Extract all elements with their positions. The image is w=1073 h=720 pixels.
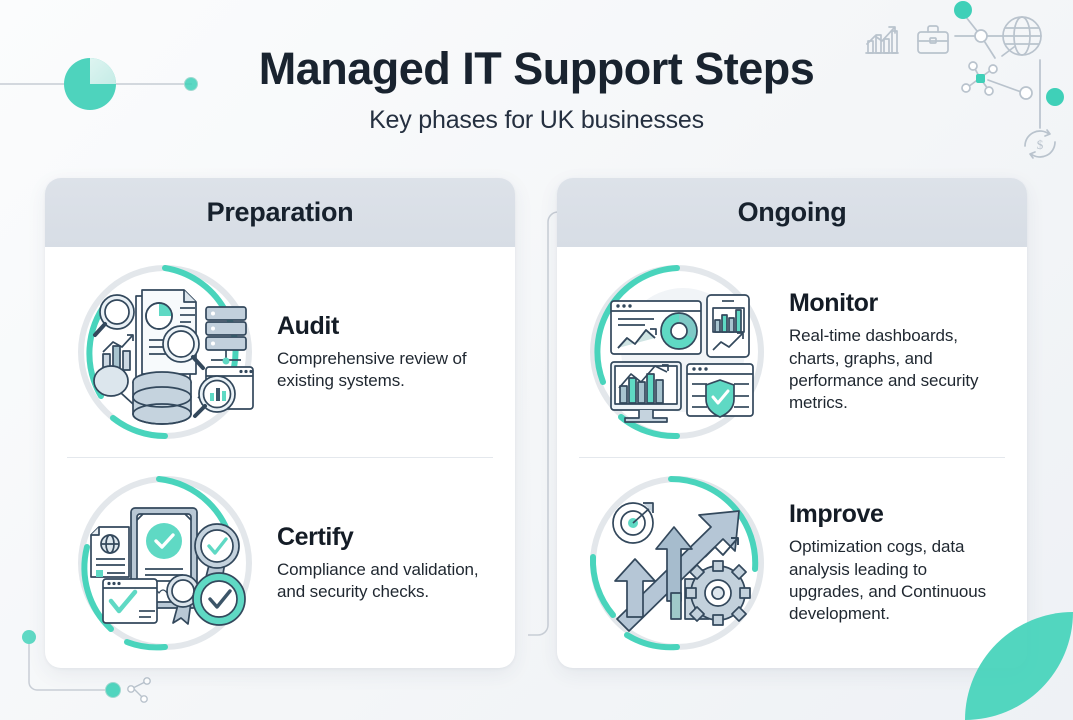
audit-magnifier-document-illustration bbox=[67, 254, 263, 450]
page-subtitle: Key phases for UK businesses bbox=[369, 106, 704, 135]
step-description-improve: Optimization cogs, data analysis leading… bbox=[789, 537, 987, 624]
column-body-preparation: Audit Comprehensive review of existing s… bbox=[45, 247, 515, 668]
step-title-certify: Certify bbox=[277, 522, 354, 551]
step-title-audit: Audit bbox=[277, 311, 339, 340]
page-title: Managed IT Support Steps bbox=[258, 43, 815, 94]
network-branch-icon bbox=[127, 677, 151, 703]
column-header-label: Ongoing bbox=[737, 197, 847, 227]
step-audit[interactable]: Audit Comprehensive review of existing s… bbox=[67, 247, 493, 457]
column-card-preparation: Preparation bbox=[45, 178, 515, 668]
network-nodes-icon bbox=[954, 1, 1064, 129]
column-card-ongoing: Ongoing bbox=[557, 178, 1027, 668]
column-header-ongoing: Ongoing bbox=[557, 178, 1027, 247]
svg-text:$: $ bbox=[1037, 137, 1044, 152]
growth-bar-chart-icon bbox=[865, 26, 899, 54]
step-certify[interactable]: Certify Compliance and validation, and s… bbox=[67, 457, 493, 668]
columns-container: Preparation bbox=[45, 178, 1028, 668]
step-title-improve: Improve bbox=[789, 500, 884, 529]
column-body-ongoing: Monitor Real-time dashboards, charts, gr… bbox=[557, 247, 1027, 668]
step-monitor[interactable]: Monitor Real-time dashboards, charts, gr… bbox=[579, 247, 1005, 457]
step-text-monitor: Monitor Real-time dashboards, charts, gr… bbox=[783, 289, 1005, 415]
monitor-dashboard-charts-illustration bbox=[579, 254, 775, 450]
step-improve[interactable]: Improve Optimization cogs, data analysis… bbox=[579, 457, 1005, 668]
page-header: Managed IT Support Steps Key phases for … bbox=[0, 43, 1073, 135]
dollar-refresh-icon: $ bbox=[1024, 129, 1056, 159]
step-description-audit: Comprehensive review of existing systems… bbox=[277, 348, 467, 390]
step-text-improve: Improve Optimization cogs, data analysis… bbox=[783, 500, 1005, 626]
column-header-preparation: Preparation bbox=[45, 178, 515, 247]
improve-arrows-gear-illustration bbox=[579, 465, 775, 661]
step-title-monitor: Monitor bbox=[789, 289, 878, 318]
pie-chart-marker bbox=[64, 58, 116, 110]
step-description-certify: Compliance and validation, and security … bbox=[277, 559, 479, 601]
column-header-label: Preparation bbox=[206, 197, 354, 227]
step-description-monitor: Real-time dashboards, charts, graphs, an… bbox=[789, 326, 979, 413]
bottom-left-connector bbox=[22, 630, 121, 698]
step-text-certify: Certify Compliance and validation, and s… bbox=[271, 523, 493, 604]
certify-certificate-badge-illustration bbox=[67, 465, 263, 661]
step-text-audit: Audit Comprehensive review of existing s… bbox=[271, 312, 493, 393]
briefcase-icon bbox=[917, 25, 949, 54]
